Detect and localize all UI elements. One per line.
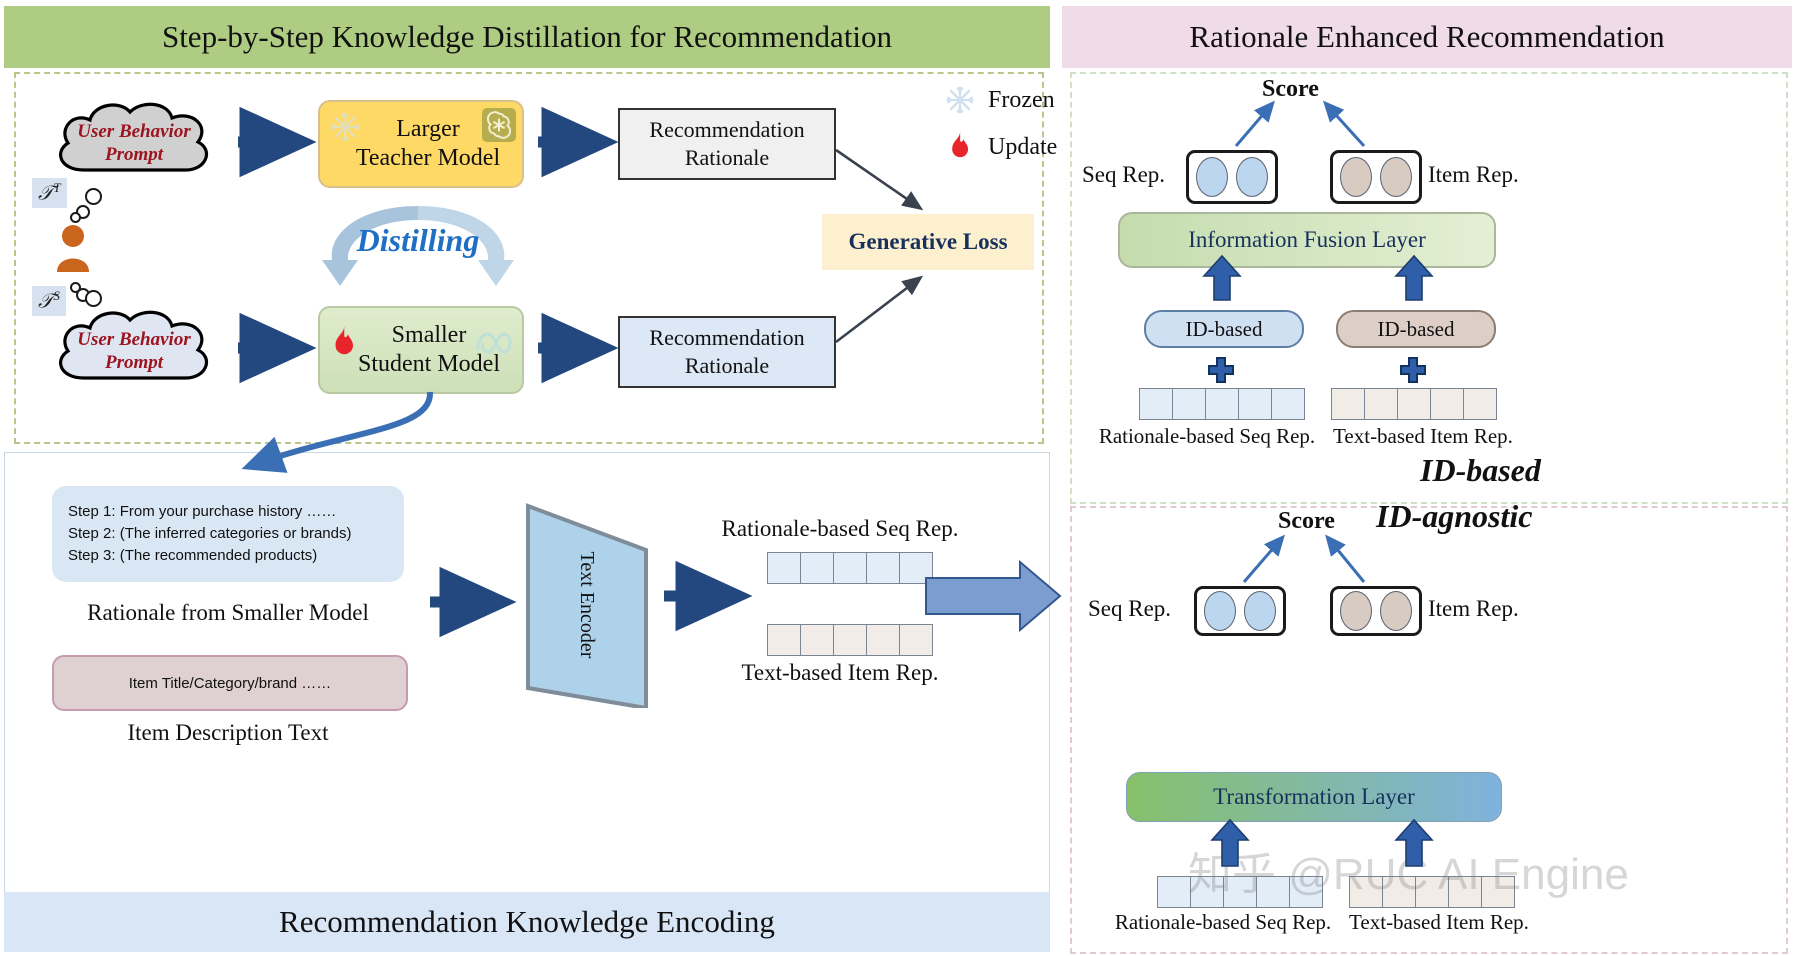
teacher-model-line1: Larger: [396, 116, 460, 142]
rationale-steps-box: Step 1: From your purchase history …… St…: [52, 486, 404, 582]
item-description-caption: Item Description Text: [127, 720, 329, 745]
step-3: Step 3: (The recommended products): [68, 547, 318, 564]
rer-banner: Rationale Enhanced Recommendation: [1062, 6, 1792, 68]
encoder-line1: Text: [576, 551, 598, 587]
legend-update-label: Update: [988, 133, 1058, 160]
information-fusion-layer[interactable]: Information Fusion Layer: [1118, 212, 1496, 268]
teacher-prompt-label: User Behavior Prompt: [77, 121, 191, 165]
flame-icon: [944, 130, 976, 164]
transformation-layer[interactable]: Transformation Layer: [1126, 772, 1502, 822]
flame-icon: [328, 324, 358, 362]
id-based-score-label: Score: [1262, 76, 1319, 102]
student-model-line1: Smaller: [391, 322, 467, 348]
generative-loss-label: Generative Loss: [848, 229, 1008, 254]
teacher-prompt-cloud: User Behavior Prompt: [46, 98, 222, 188]
information-fusion-label: Information Fusion Layer: [1188, 227, 1426, 252]
id-based-seq-rep-capsule: [1186, 150, 1278, 204]
item-description-text: Item Title/Category/brand ……: [128, 674, 332, 692]
id-based-left-strip-label: Rationale-based Seq Rep.: [1098, 424, 1316, 448]
encoded-item-rep-strip: [767, 624, 933, 656]
encoding-banner: Recommendation Knowledge Encoding: [4, 892, 1050, 952]
legend-frozen-label: Frozen: [988, 86, 1055, 113]
plus-icon: [1206, 356, 1236, 384]
snowflake-icon: [944, 84, 976, 116]
rationale-enhanced-panel: Rationale Enhanced Recommendation: [1062, 6, 1792, 954]
watermark: 知乎 @RUC AI Engine: [1188, 850, 1629, 899]
id-agnostic-left-strip-label: Rationale-based Seq Rep.: [1114, 910, 1332, 934]
thought-dot: [85, 290, 102, 307]
id-agnostic-seq-rep-capsule: [1194, 586, 1286, 636]
user-avatar-icon: [56, 222, 90, 274]
id-agnostic-seq-rep-label: Seq Rep.: [1088, 596, 1172, 621]
teacher-rationale-box: Recommendation Rationale: [618, 108, 836, 180]
distillation-banner: Step-by-Step Knowledge Distillation for …: [4, 6, 1050, 68]
id-agnostic-right-strip-label: Text-based Item Rep.: [1349, 910, 1529, 934]
openai-logo-icon: [482, 108, 516, 142]
distilling-label: Distilling: [356, 222, 480, 258]
teacher-model-line2: Teacher Model: [355, 145, 501, 171]
text-encoder-label: Text Encoder: [576, 552, 598, 659]
thought-dot: [85, 188, 102, 205]
id-agnostic-item-rep-capsule: [1330, 586, 1422, 636]
id-based-left-pill[interactable]: ID-based: [1144, 310, 1304, 348]
id-agnostic-item-rep-label: Item Rep.: [1428, 596, 1519, 621]
script-t-student: 𝒯: [38, 290, 54, 313]
distillation-title: Step-by-Step Knowledge Distillation for …: [161, 19, 893, 54]
encoded-seq-rep-label: Rationale-based Seq Rep.: [721, 516, 959, 541]
id-based-left-pill-label: ID-based: [1185, 316, 1263, 341]
cloud-shape-icon: [58, 102, 209, 172]
encoder-line2: Encoder: [576, 591, 598, 659]
step-2: Step 2: (The inferred categories or bran…: [68, 525, 352, 542]
student-superscript: S: [53, 288, 60, 303]
id-agnostic-tag: ID-agnostic: [1376, 498, 1533, 534]
script-t-teacher: 𝒯: [38, 182, 54, 205]
id-agnostic-score-label: Score: [1278, 508, 1335, 534]
student-prompt-cloud: User Behavior Prompt: [46, 306, 222, 396]
encoded-item-rep-label: Text-based Item Rep.: [741, 660, 939, 685]
student-rationale-box: Recommendation Rationale: [618, 316, 836, 388]
id-based-left-strip: [1139, 388, 1305, 420]
legend-frozen: Frozen: [944, 84, 1055, 116]
id-based-right-strip-label: Text-based Item Rep.: [1333, 424, 1513, 448]
id-based-right-pill[interactable]: ID-based: [1336, 310, 1496, 348]
rationale-steps-caption: Rationale from Smaller Model: [87, 600, 369, 625]
text-encoder-shape[interactable]: Text Encoder: [524, 502, 650, 711]
student-rationale-line1: Recommendation: [649, 325, 805, 350]
id-agnostic-right-strip: [1349, 876, 1515, 908]
id-based-seq-rep-label: Seq Rep.: [1082, 162, 1166, 187]
distilling-cycle-icon: [320, 198, 516, 298]
teacher-model-box[interactable]: Larger Teacher Model: [318, 100, 524, 188]
id-based-tag: ID-based: [1420, 452, 1541, 488]
student-rationale-line2: Rationale: [684, 353, 770, 378]
student-model-line2: Student Model: [358, 351, 500, 377]
id-based-item-rep-capsule: [1330, 150, 1422, 204]
id-agnostic-left-strip: [1157, 876, 1323, 908]
id-based-right-pill-label: ID-based: [1377, 316, 1455, 341]
teacher-rationale-line2: Rationale: [684, 145, 770, 170]
snowflake-icon: [328, 110, 362, 144]
item-description-box: Item Title/Category/brand ……: [52, 655, 408, 711]
id-based-item-rep-label: Item Rep.: [1428, 162, 1519, 187]
encoded-seq-rep-strip: [767, 552, 933, 584]
teacher-superscript: T: [53, 180, 61, 195]
step-1: Step 1: From your purchase history ……: [68, 503, 337, 520]
cloud-shape-icon: [58, 310, 209, 380]
encoding-title: Recommendation Knowledge Encoding: [279, 904, 775, 939]
student-task-symbol: 𝒯S: [32, 286, 66, 316]
generative-loss-box: Generative Loss: [822, 214, 1034, 270]
transformation-layer-label: Transformation Layer: [1213, 784, 1415, 809]
thought-dot: [70, 282, 81, 293]
meta-logo-icon: [474, 328, 514, 358]
student-prompt-label: User Behavior Prompt: [77, 329, 191, 373]
legend-update: Update: [944, 130, 1057, 164]
plus-icon: [1398, 356, 1428, 384]
teacher-task-symbol: 𝒯T: [32, 178, 67, 208]
id-based-right-strip: [1331, 388, 1497, 420]
teacher-rationale-line1: Recommendation: [649, 117, 805, 142]
rer-title: Rationale Enhanced Recommendation: [1189, 19, 1665, 54]
thought-dot: [70, 212, 81, 223]
student-model-box[interactable]: Smaller Student Model: [318, 306, 524, 394]
